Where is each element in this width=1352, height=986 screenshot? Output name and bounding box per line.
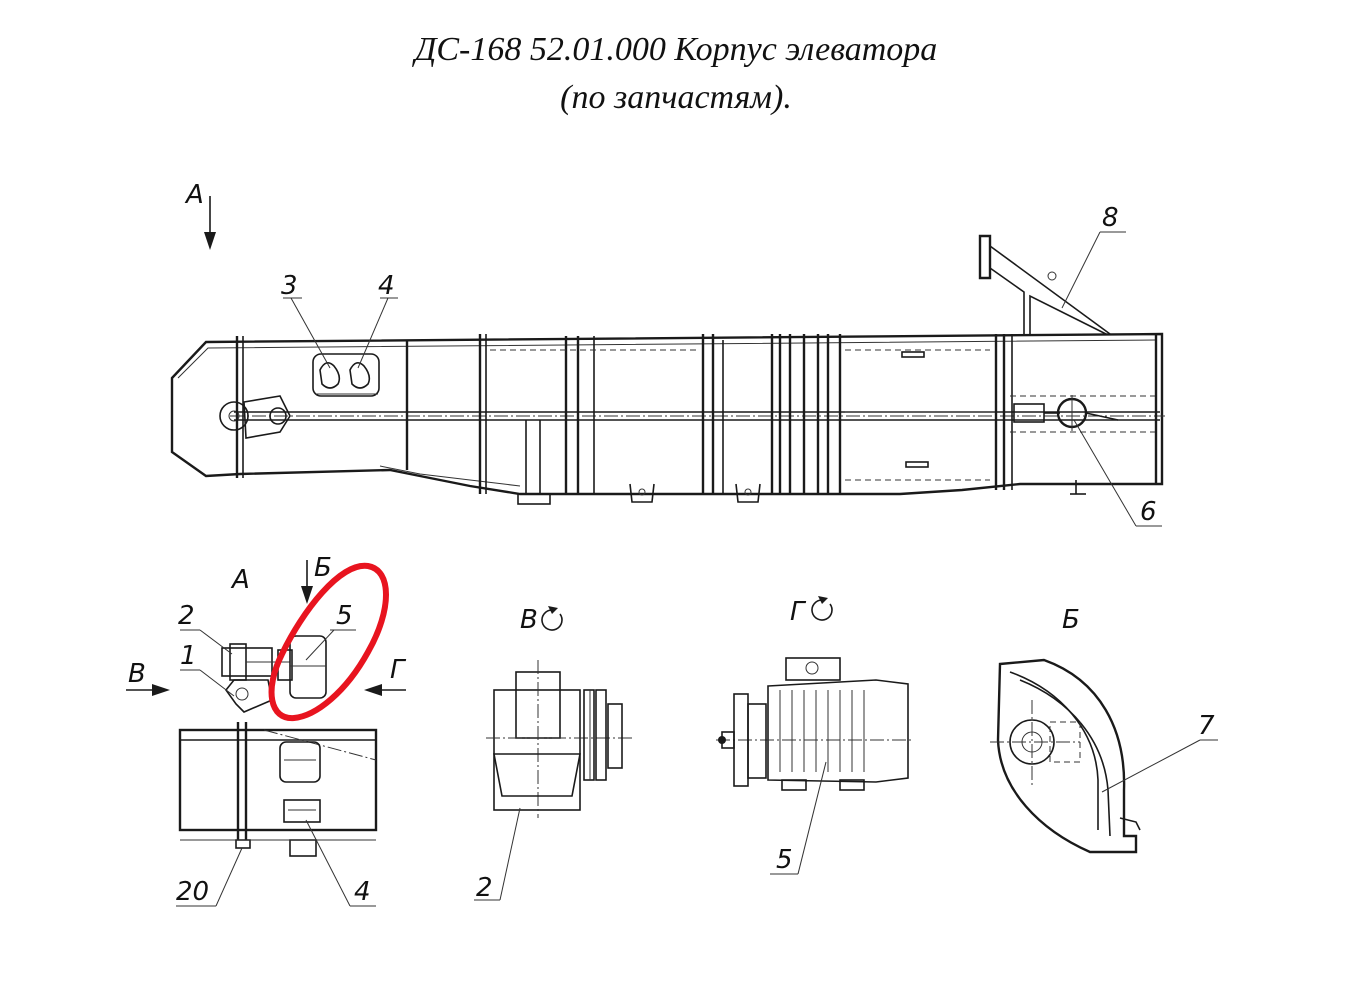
drawing-subtitle: (по запчастям). <box>560 79 792 116</box>
callout-8: 8 <box>1102 203 1119 233</box>
view-g-detail: Г 5 <box>716 596 914 875</box>
discharge-spout <box>978 234 1111 335</box>
callout-4-viewa: 4 <box>354 877 371 907</box>
view-b-label: Б <box>1062 605 1080 635</box>
view-arrow-v-label: В <box>128 659 146 689</box>
support-leg <box>517 420 551 505</box>
highlight-ellipse <box>268 562 389 722</box>
view-v-label: В <box>520 605 538 635</box>
callout-7: 7 <box>1198 711 1215 741</box>
drawing-title: ДС-168 52.01.000 Корпус элеватора <box>414 31 938 68</box>
view-arrow-a: А <box>184 180 216 250</box>
callout-1: 1 <box>180 641 197 671</box>
callout-6: 6 <box>1140 497 1157 527</box>
callout-5-viewa: 5 <box>336 601 353 631</box>
callout-3: 3 <box>281 271 298 301</box>
view-g-label: Г <box>790 597 807 627</box>
view-arrow-g-label: Г <box>390 655 407 685</box>
main-view-callouts: 3 4 8 6 <box>281 203 1162 527</box>
view-a-detail: А Б В Г <box>126 553 407 907</box>
view-arrow-b-label: Б <box>314 553 332 583</box>
housing-flanges <box>235 334 1158 494</box>
view-label-a-top: А <box>184 180 204 210</box>
callout-4-main: 4 <box>378 271 395 301</box>
callout-2-viewa: 2 <box>178 601 195 631</box>
callout-20: 20 <box>176 877 209 907</box>
tension-assembly <box>1013 395 1119 431</box>
elevator-housing <box>170 332 1164 496</box>
view-a-label: А <box>230 565 250 595</box>
view-b-detail: Б 7 <box>990 605 1218 854</box>
view-v-detail: В 2 <box>474 605 634 903</box>
inspection-hatches <box>312 353 380 397</box>
callout-2-viewv: 2 <box>476 873 493 903</box>
elevator-main-view: А <box>170 180 1165 527</box>
callout-5-viewg: 5 <box>776 845 793 875</box>
